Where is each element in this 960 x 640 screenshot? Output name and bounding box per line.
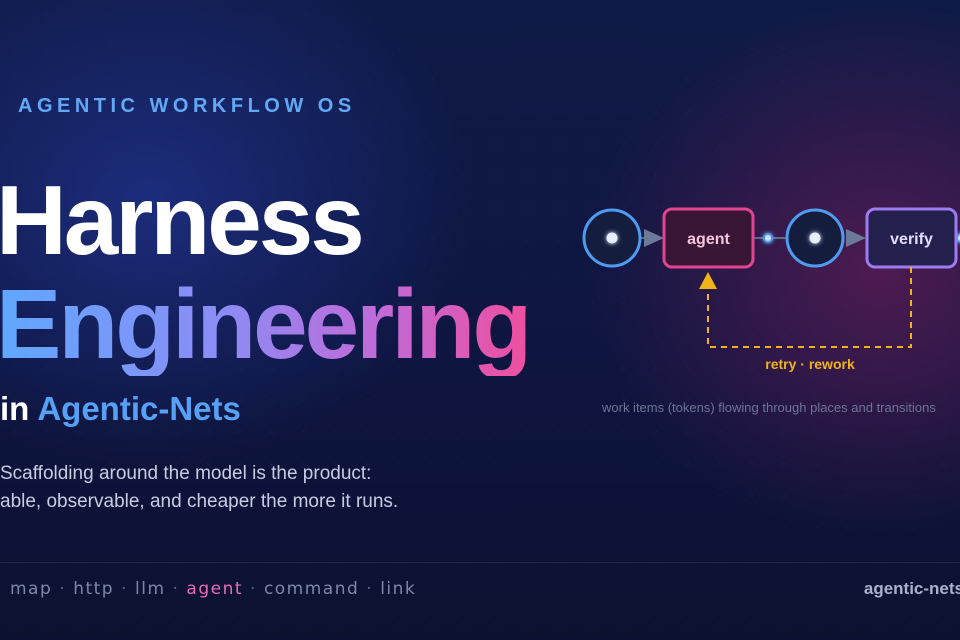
blurb-line-1: Scaffolding around the model is the prod…	[0, 463, 372, 484]
kind-http: http	[73, 579, 115, 599]
token-dot	[606, 232, 618, 244]
headline: Harness Engineering	[0, 165, 532, 376]
blurb: Scaffolding around the model is the prod…	[0, 460, 398, 516]
headline-line-2: Engineering	[0, 272, 532, 376]
subhead-prefix: in	[0, 390, 30, 427]
transition-verify-label: verify	[890, 231, 933, 248]
place-input	[582, 208, 642, 268]
kind-llm: llm	[135, 579, 166, 599]
eyebrow-label: AGENTIC WORKFLOW OS	[18, 95, 356, 117]
retry-loop-label: retry · rework	[765, 356, 855, 372]
flowing-token	[763, 233, 773, 243]
blurb-line-2: able, observable, and cheaper the more i…	[0, 491, 399, 512]
subhead-accent: Agentic-Nets	[37, 390, 241, 427]
arrow-into-agent-icon	[644, 229, 664, 247]
transition-agent-label: agent	[687, 231, 730, 248]
headline-line-1: Harness	[0, 165, 365, 275]
transition-kinds: map·http·llm·agent·command·link	[10, 579, 417, 599]
place-middle	[785, 208, 845, 268]
kind-command: command	[263, 579, 360, 599]
arrow-into-verify-icon	[846, 229, 866, 247]
kind-link: link	[380, 579, 417, 599]
retry-loop-arc	[707, 267, 912, 348]
footer-divider	[0, 562, 960, 563]
diagram-caption: work items (tokens) flowing through plac…	[601, 400, 936, 415]
kind-agent: agent	[186, 579, 244, 599]
brand-name: agentic-nets	[863, 579, 960, 598]
kind-map: map	[10, 579, 53, 599]
transition-verify	[865, 207, 958, 269]
transition-agent	[662, 207, 755, 269]
token-dot	[809, 232, 821, 244]
retry-arrow-icon	[699, 272, 717, 289]
